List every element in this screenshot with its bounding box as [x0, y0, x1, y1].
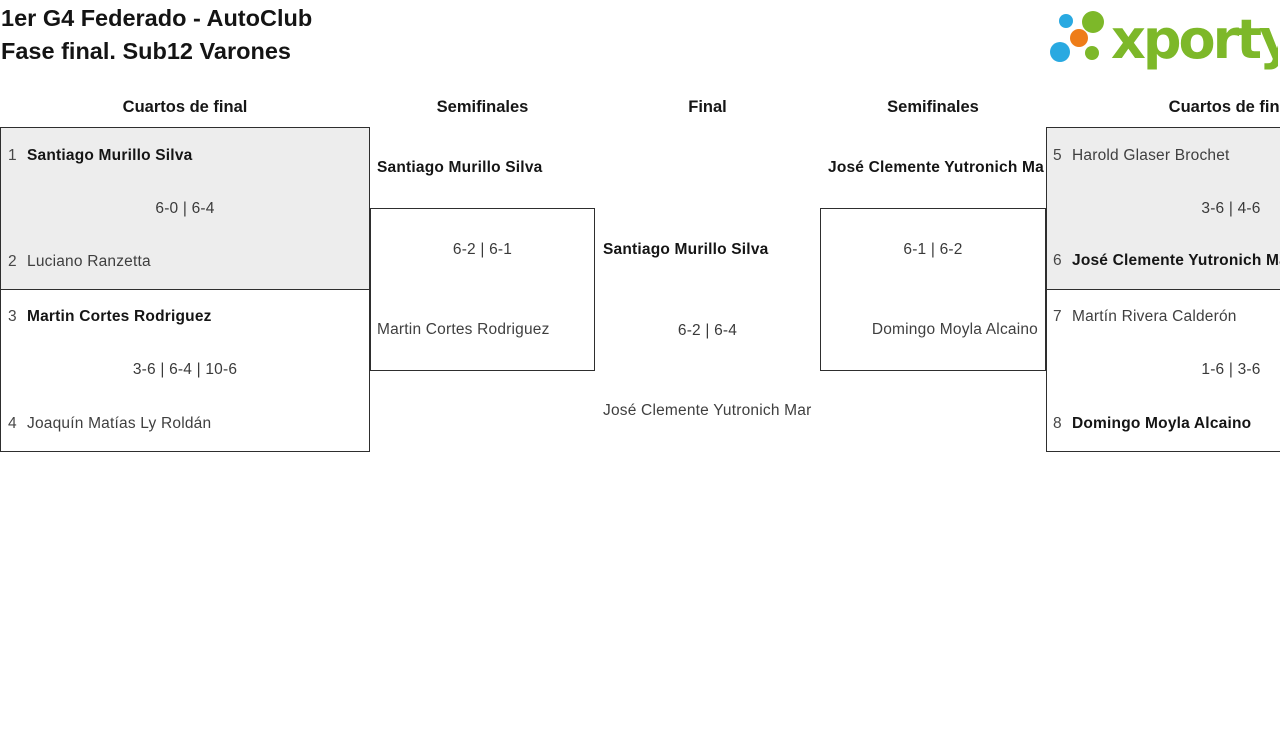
- match-box-sf-right: [820, 208, 1046, 371]
- sf-right-score: 6-1 | 6-2: [903, 241, 963, 258]
- logo-dot-small-blue: [1059, 14, 1073, 28]
- match-box-qf2: [0, 289, 370, 452]
- final-winner: Santiago Murillo Silva: [603, 241, 769, 258]
- final-score: 6-2 | 6-4: [677, 322, 738, 339]
- qf3-player-bottom: 6 José Clemente Yutronich Mar: [1053, 251, 1280, 271]
- player-name: Luciano Ranzetta: [27, 253, 151, 270]
- round-header-final: Final: [688, 98, 727, 116]
- qf4-seed-bottom: 8: [1053, 415, 1062, 432]
- qf4-player-bottom: 8 Domingo Moyla Alcaino: [1053, 414, 1251, 434]
- player-name: Martin Cortes Rodriguez: [27, 308, 212, 325]
- qf4-seed-top: 7: [1053, 308, 1062, 325]
- qf3-seed-top: 5: [1053, 147, 1062, 164]
- player-name: Joaquín Matías Ly Roldán: [27, 415, 212, 432]
- match-box-qf1: [0, 127, 370, 290]
- qf3-player-top: 5 Harold Glaser Brochet: [1053, 146, 1230, 166]
- player-name: Martín Rivera Calderón: [1072, 308, 1237, 325]
- match-box-sf-left: [370, 208, 595, 371]
- sf-right-winner: José Clemente Yutronich Mar: [828, 159, 1045, 176]
- logo-wordmark: xporty: [1111, 8, 1278, 70]
- player-name: Harold Glaser Brochet: [1072, 147, 1230, 164]
- logo-dot-big-green: [1082, 11, 1104, 33]
- player-name: Santiago Murillo Silva: [27, 147, 193, 164]
- qf2-seed-top: 3: [8, 308, 17, 325]
- qf2-score: 3-6 | 6-4 | 10-6: [132, 361, 238, 378]
- qf1-seed-top: 1: [8, 147, 17, 164]
- page-title-line2: Fase final. Sub12 Varones: [1, 38, 291, 64]
- round-header-qf-left: Cuartos de final: [122, 98, 248, 116]
- round-header-qf-right: Cuartos de final: [1168, 98, 1280, 116]
- qf3-seed-bottom: 6: [1053, 252, 1062, 269]
- player-name: Domingo Moyla Alcaino: [1072, 415, 1252, 432]
- logo-dot-small-green: [1085, 46, 1099, 60]
- match-box-qf4: [1046, 289, 1280, 452]
- player-name: José Clemente Yutronich Mar: [1072, 252, 1280, 269]
- logo-dot-big-blue: [1050, 42, 1070, 62]
- logo-dot-orange: [1070, 29, 1088, 47]
- round-header-sf-left: Semifinales: [436, 98, 529, 116]
- qf4-score: 1-6 | 3-6: [1201, 361, 1261, 378]
- sf-left-winner: Santiago Murillo Silva: [377, 159, 543, 176]
- qf1-player-bottom: 2 Luciano Ranzetta: [8, 252, 151, 272]
- qf3-score: 3-6 | 4-6: [1201, 200, 1261, 217]
- qf1-seed-bottom: 2: [8, 253, 17, 270]
- xporty-logo[interactable]: xporty: [1050, 0, 1278, 70]
- page-title-line1: 1er G4 Federado - AutoClub: [1, 5, 313, 31]
- qf2-player-top: 3 Martin Cortes Rodriguez: [8, 307, 212, 327]
- qf2-player-bottom: 4 Joaquín Matías Ly Roldán: [8, 414, 211, 434]
- qf1-player-top: 1 Santiago Murillo Silva: [8, 146, 192, 166]
- qf1-score: 6-0 | 6-4: [155, 200, 215, 217]
- sf-right-opponent: Domingo Moyla Alcaino: [871, 321, 1038, 338]
- round-header-sf-right: Semifinales: [887, 98, 979, 116]
- match-box-qf3: [1046, 127, 1280, 290]
- sf-left-score: 6-2 | 6-1: [452, 241, 513, 258]
- final-runner-up: José Clemente Yutronich Mar: [603, 402, 812, 419]
- qf2-seed-bottom: 4: [8, 415, 17, 432]
- qf4-player-top: 7 Martín Rivera Calderón: [1053, 307, 1237, 327]
- sf-left-opponent: Martin Cortes Rodriguez: [377, 321, 550, 338]
